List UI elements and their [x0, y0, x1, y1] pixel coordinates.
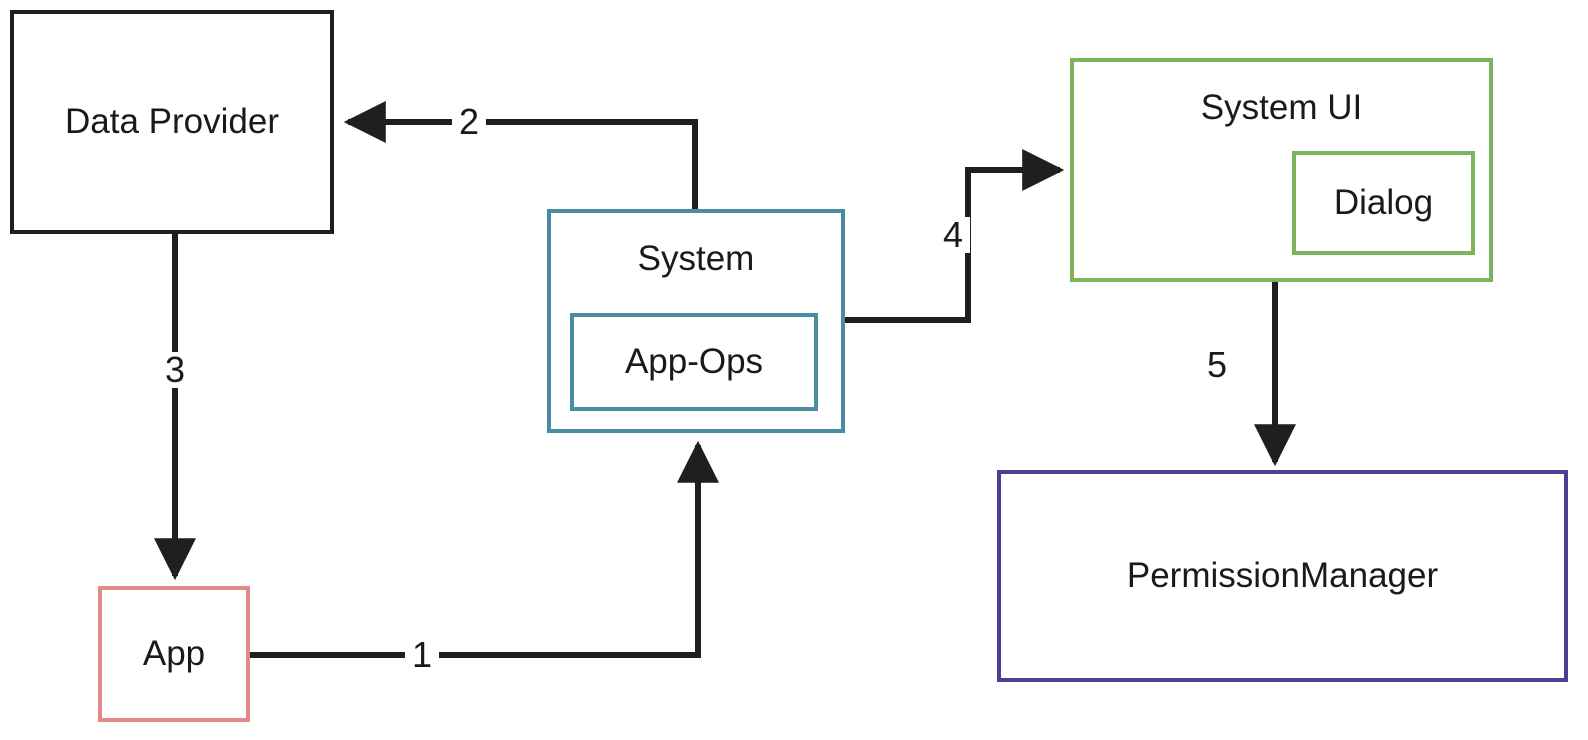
node-app-ops-label: App-Ops: [624, 341, 764, 381]
node-dialog[interactable]: Dialog: [1292, 151, 1475, 255]
edge-label-4: 4: [936, 217, 971, 253]
edge-2-path: [343, 101, 698, 209]
node-system-label: System: [637, 239, 755, 278]
node-system-ui-label: System UI: [1200, 88, 1363, 127]
edge-label-2: 2: [452, 104, 487, 140]
node-permission-manager[interactable]: PermissionManager: [997, 470, 1568, 682]
edge-label-3: 3: [158, 352, 193, 388]
node-dialog-label: Dialog: [1333, 182, 1434, 222]
edge-label-1: 1: [405, 637, 440, 673]
node-app[interactable]: App: [98, 586, 250, 722]
node-app-label: App: [142, 633, 206, 673]
edge-1-path: [250, 440, 719, 658]
edge-label-5: 5: [1200, 347, 1235, 383]
node-app-ops[interactable]: App-Ops: [570, 313, 818, 411]
node-data-provider-label: Data Provider: [65, 101, 279, 141]
node-permission-manager-label: PermissionManager: [1126, 555, 1439, 595]
node-data-provider[interactable]: Data Provider: [10, 10, 334, 234]
